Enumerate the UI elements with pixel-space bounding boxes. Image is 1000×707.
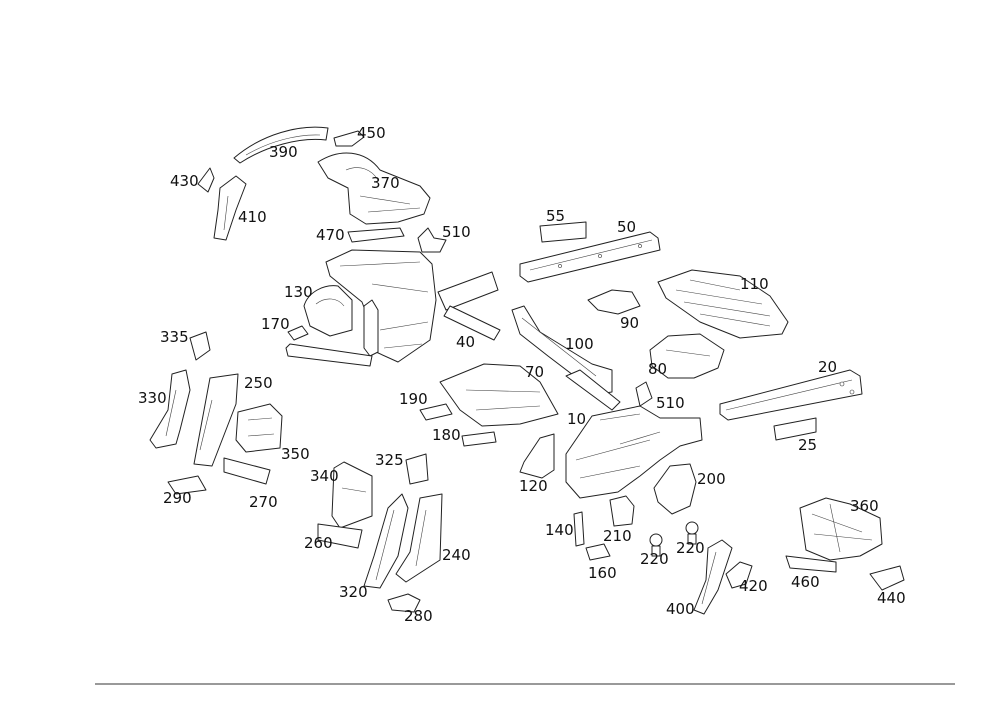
part-270-strip bbox=[223, 457, 271, 485]
callout-80: 80 bbox=[648, 360, 667, 378]
callout-430: 430 bbox=[170, 172, 199, 190]
callout-90: 90 bbox=[620, 314, 639, 332]
part-20-side-member bbox=[719, 369, 863, 421]
callout-170: 170 bbox=[261, 315, 290, 333]
callout-335: 335 bbox=[160, 328, 189, 346]
callout-220-b: 220 bbox=[640, 550, 669, 568]
part-470-strip bbox=[347, 227, 405, 243]
part-335-bracket bbox=[189, 331, 211, 361]
part-100-rail bbox=[511, 305, 613, 395]
callout-420: 420 bbox=[739, 577, 768, 595]
callout-120: 120 bbox=[519, 477, 548, 495]
part-90-bracket bbox=[587, 289, 641, 315]
callout-180: 180 bbox=[432, 426, 461, 444]
part-390-arch bbox=[233, 126, 329, 164]
callout-100: 100 bbox=[565, 335, 594, 353]
part-460-strip bbox=[785, 555, 837, 573]
callout-290: 290 bbox=[163, 489, 192, 507]
part-370-wheelhouse bbox=[317, 152, 431, 225]
part-240-pillar bbox=[395, 493, 443, 583]
callout-70: 70 bbox=[525, 363, 544, 381]
part-330-pillar bbox=[149, 369, 191, 449]
part-350-panel bbox=[235, 403, 283, 453]
callout-200: 200 bbox=[697, 470, 726, 488]
part-290-bracket bbox=[167, 475, 207, 495]
part-220-bolt-b bbox=[685, 521, 699, 545]
callout-330: 330 bbox=[138, 389, 167, 407]
part-140-bracket bbox=[573, 511, 585, 547]
callout-20: 20 bbox=[818, 358, 837, 376]
part-210-bracket bbox=[609, 495, 635, 527]
callout-210: 210 bbox=[603, 527, 632, 545]
callout-220-a: 220 bbox=[676, 539, 705, 557]
callout-190: 190 bbox=[399, 390, 428, 408]
part-70-floor bbox=[439, 363, 559, 427]
callout-510-lower: 510 bbox=[656, 394, 685, 412]
callout-325: 325 bbox=[375, 451, 404, 469]
callout-450: 450 bbox=[357, 124, 386, 142]
callout-240: 240 bbox=[442, 546, 471, 564]
part-430-bracket bbox=[197, 167, 215, 193]
callout-470: 470 bbox=[316, 226, 345, 244]
part-40-crossmember-tube bbox=[437, 271, 501, 341]
callout-260: 260 bbox=[304, 534, 333, 552]
part-80-panel bbox=[649, 333, 725, 379]
callout-460: 460 bbox=[791, 573, 820, 591]
callout-370: 370 bbox=[371, 174, 400, 192]
part-220-bolt-a bbox=[649, 533, 663, 557]
part-280-bracket bbox=[387, 593, 421, 613]
part-320-pillar bbox=[363, 493, 409, 589]
part-120-bracket bbox=[519, 433, 555, 479]
part-rear-floor-frame bbox=[325, 249, 437, 363]
part-250-panel bbox=[193, 373, 239, 467]
part-130-tank-shield bbox=[303, 285, 353, 337]
part-55-reinforcement bbox=[539, 221, 587, 243]
part-160-bracket bbox=[585, 543, 611, 561]
callout-10: 10 bbox=[567, 410, 586, 428]
part-450-bracket bbox=[333, 130, 365, 147]
part-50-side-member bbox=[519, 231, 661, 283]
callout-160: 160 bbox=[588, 564, 617, 582]
part-400-pillar bbox=[693, 539, 733, 615]
callout-280: 280 bbox=[404, 607, 433, 625]
part-325-bracket bbox=[405, 453, 429, 485]
part-crossmember-lower bbox=[285, 343, 373, 367]
part-510-bracket-lower bbox=[635, 381, 653, 407]
part-410-pillar bbox=[213, 175, 247, 241]
callout-410: 410 bbox=[238, 208, 267, 226]
part-180-strip bbox=[461, 431, 497, 447]
callout-40: 40 bbox=[456, 333, 475, 351]
part-170-bracket bbox=[287, 325, 309, 341]
callout-350: 350 bbox=[281, 445, 310, 463]
callout-320: 320 bbox=[339, 583, 368, 601]
callout-390: 390 bbox=[269, 143, 298, 161]
callout-250: 250 bbox=[244, 374, 273, 392]
part-10-center-assembly bbox=[565, 369, 703, 499]
callout-55: 55 bbox=[546, 207, 565, 225]
part-25-reinforcement bbox=[773, 417, 817, 441]
part-510-bracket-upper bbox=[417, 227, 447, 253]
part-190-bracket bbox=[419, 403, 453, 421]
callout-340: 340 bbox=[310, 467, 339, 485]
callout-140: 140 bbox=[545, 521, 574, 539]
part-110-floor-panel bbox=[657, 269, 789, 339]
callout-50: 50 bbox=[617, 218, 636, 236]
part-260-strip bbox=[317, 523, 363, 549]
callout-270: 270 bbox=[249, 493, 278, 511]
callout-110: 110 bbox=[740, 275, 769, 293]
callout-400: 400 bbox=[666, 600, 695, 618]
callout-510-upper: 510 bbox=[442, 223, 471, 241]
part-440-bracket bbox=[869, 565, 905, 591]
callout-130: 130 bbox=[284, 283, 313, 301]
part-200-bracket bbox=[653, 463, 697, 515]
callout-25: 25 bbox=[798, 436, 817, 454]
part-340-panel bbox=[331, 461, 373, 529]
part-420-bracket bbox=[725, 561, 753, 589]
part-360-assembly bbox=[799, 497, 883, 561]
callout-440: 440 bbox=[877, 589, 906, 607]
callout-360: 360 bbox=[850, 497, 879, 515]
